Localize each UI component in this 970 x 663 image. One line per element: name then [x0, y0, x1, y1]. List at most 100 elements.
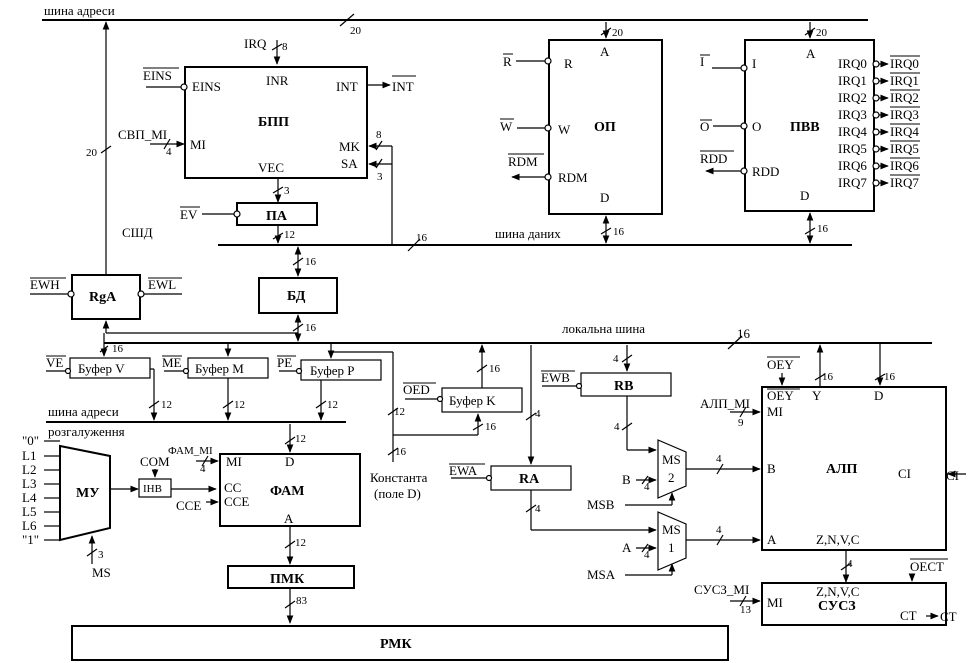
bd-top-width: 16: [305, 256, 317, 268]
fam-a-pin: A: [284, 511, 294, 526]
oey-signal: OEY: [767, 357, 794, 372]
ct-signal: CT: [940, 609, 957, 624]
pvv-irq4-pin: IRQ4: [838, 124, 867, 139]
pmk-width: 83: [296, 595, 308, 607]
pvv-irq7-pin: IRQ7: [838, 175, 867, 190]
fam-a-width: 12: [295, 537, 306, 549]
susz-flags-pin: Z,N,V,C: [816, 584, 859, 599]
fam-title: ФАМ: [270, 484, 304, 499]
mu-input-l2: L2: [22, 462, 36, 477]
const-top-width: 12: [394, 406, 405, 418]
alu-block: АЛП MI OEY Y D B A CI Z,N,V,C OEY 16 16 …: [700, 343, 966, 583]
mu-input-l3: L3: [22, 476, 36, 491]
bd-bottom-width: 16: [305, 322, 317, 334]
mux-b: MS 2 B 4 MSB 4: [587, 439, 761, 512]
mu-title: МУ: [76, 486, 100, 501]
buf-v-width: 16: [112, 343, 124, 355]
bpp-title: БПП: [258, 115, 289, 130]
address-bus-label: шина адреси: [44, 3, 115, 18]
bpp-mk-pin: MK: [339, 139, 361, 154]
vec-width: 3: [284, 185, 290, 197]
fam-cc-pin: CC: [224, 480, 241, 495]
buf-v-title: Буфер V: [78, 361, 125, 376]
ewb-signal: EWB: [541, 370, 570, 385]
mux-b-num: 2: [668, 470, 675, 485]
buf-m-width: 12: [234, 399, 245, 411]
fam-d-width: 12: [295, 433, 306, 445]
local-bus-label: локальна шина: [562, 321, 645, 336]
op-w-pin: W: [558, 122, 571, 137]
bpp-block: БПП EINS MI INR INT VEC MK SA EINS IRQ 8…: [118, 36, 416, 245]
bpp-int-pin: INT: [336, 79, 358, 94]
w-signal: W: [500, 119, 513, 134]
mu-input-1: "1": [22, 532, 39, 547]
pa-title: ПА: [266, 209, 288, 224]
i-signal: I: [700, 54, 704, 69]
svp-mi-signal: СВП_MI: [118, 127, 167, 142]
alu-flags-width: 4: [847, 558, 853, 570]
mu-input-l4: L4: [22, 490, 37, 505]
buf-k-out-width: 16: [489, 363, 501, 375]
fam-block: ФАМ MI D CC CCE A ФАМ_MI 4 CCE 12 12: [168, 424, 361, 565]
ms-width: 3: [98, 549, 104, 561]
b-input-label: B: [622, 472, 631, 487]
buf-v-out-width: 12: [161, 399, 172, 411]
buffer-m: Буфер M ME 12: [162, 343, 269, 421]
me-signal: ME: [162, 355, 182, 370]
local-bus-width: 16: [737, 326, 751, 341]
system-data-bus-label: СШД: [122, 225, 153, 240]
buf-p-title: Буфер P: [310, 363, 355, 378]
pmk-title: ПМК: [270, 572, 305, 587]
const-width: 16: [395, 446, 407, 458]
susz-ct-pin: CT: [900, 608, 917, 623]
pvv-d-width: 16: [817, 223, 829, 235]
bpp-sa-pin: SA: [341, 156, 358, 171]
op-title: ОП: [594, 120, 616, 135]
svp-mi-width: 4: [166, 146, 172, 158]
mu-block: МУ "0" L1 L2 L3 L4 L5 L6 "1" 3 MS: [22, 433, 139, 580]
fam-mi-width: 4: [200, 463, 206, 475]
alu-a-pin: A: [767, 532, 777, 547]
fam-cce-pin: CCE: [224, 494, 249, 509]
msa-signal: MSA: [587, 567, 616, 582]
pvv-irq6-pin: IRQ6: [838, 158, 867, 173]
op-block: ОП R W RDM A D R W RDM 20 16: [500, 22, 663, 244]
fam-d-pin: D: [285, 454, 294, 469]
buffer-k: Буфер K OED 16 16: [403, 344, 523, 435]
bpp-inr-pin: INR: [266, 73, 289, 88]
ewl-signal: EWL: [148, 277, 176, 292]
rb-block: RB EWB 4 4: [541, 345, 672, 454]
pvv-a-pin: A: [806, 46, 816, 61]
susz-block: СУСЗ Z,N,V,C MI CT OECT СУСЗ_MI 13 CT: [694, 558, 957, 626]
mux-a-num: 1: [668, 540, 675, 555]
susz-mi-width: 13: [740, 604, 752, 616]
pvv-block: ПВВ I O RDD A D IRQ0 IRQ1 IRQ2 IRQ3 IRQ4…: [700, 22, 920, 244]
o-signal: O: [700, 119, 709, 134]
address-bus: шина адреси 20: [42, 3, 868, 37]
mux-a-out-width: 4: [716, 524, 722, 536]
alu-b-pin: B: [767, 461, 776, 476]
alu-oey-pin: OEY: [767, 388, 794, 403]
pvv-a-width: 20: [816, 27, 828, 39]
branch-address-bus: шина адреси розгалуження: [46, 404, 346, 439]
ra-block: RA EWA 4 4: [449, 345, 657, 534]
irq-width: 8: [282, 41, 288, 53]
pmk-block: ПМК 83: [227, 565, 355, 624]
irq4-out: IRQ4: [890, 124, 919, 139]
com-signal: COM: [140, 454, 170, 469]
ra-title: RA: [519, 472, 540, 487]
mu-input-0: "0": [22, 433, 39, 448]
alu-d-pin: D: [874, 388, 883, 403]
op-rdm-pin: RDM: [558, 170, 588, 185]
ra-in-width: 4: [535, 408, 541, 420]
int-signal: INT: [392, 79, 414, 94]
irq6-out: IRQ6: [890, 158, 919, 173]
data-bus-label: шина даних: [495, 226, 561, 241]
pe-signal: PE: [277, 355, 292, 370]
rmk-block: РМК: [71, 625, 729, 661]
rdm-signal: RDM: [508, 154, 538, 169]
pvv-title: ПВВ: [790, 120, 820, 135]
op-d-pin: D: [600, 190, 609, 205]
data-bus-width: 16: [416, 232, 428, 244]
